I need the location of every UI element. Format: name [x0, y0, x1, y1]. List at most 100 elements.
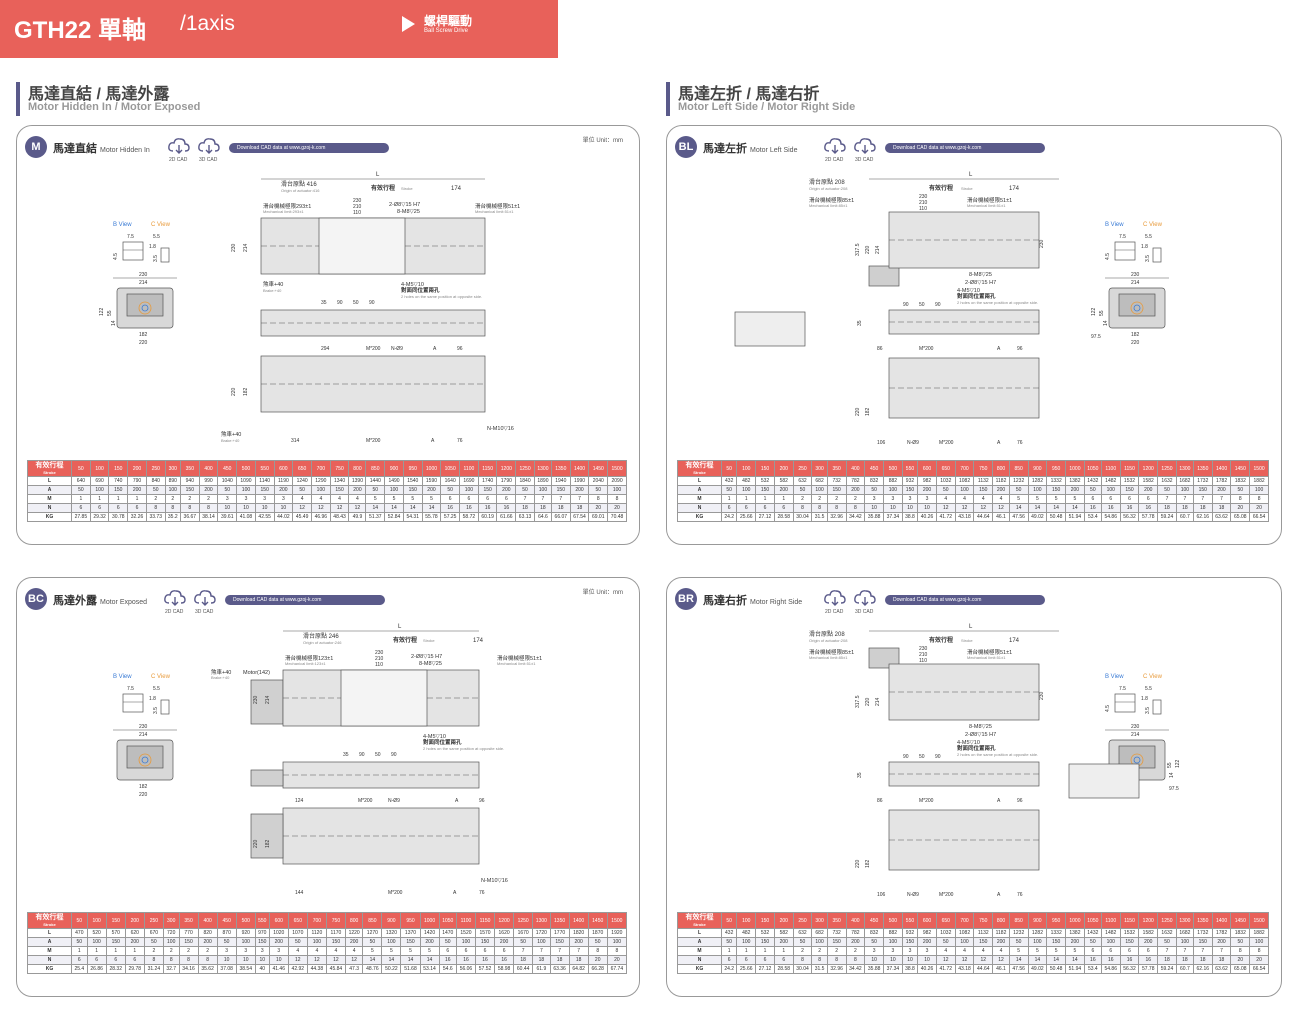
dim-14: 14	[1103, 320, 1109, 326]
spec-cell: 4	[954, 494, 975, 504]
spec-cell: 150	[549, 937, 570, 947]
dim-7-5: 7.5	[1119, 686, 1126, 692]
spec-cell: 470	[71, 928, 88, 938]
3d-cad-cloud-icon[interactable]	[853, 588, 877, 612]
spec-cell: 1840	[515, 476, 535, 486]
top-banner: GTH22 單軸 /1axis 螺桿驅動 Ball Screw Drive	[0, 0, 558, 58]
stroke-value: 174	[1009, 638, 1020, 644]
spec-cell: 3	[901, 494, 919, 504]
spec-cell: 41.72	[935, 964, 956, 974]
spec-cell: 200	[917, 485, 937, 495]
spec-cell: 34.42	[845, 512, 866, 522]
spec-cell: 5	[421, 494, 442, 504]
spec-cell: 200	[568, 937, 589, 947]
spec-cell: 30.04	[792, 512, 813, 522]
3d-cad-cloud-icon[interactable]	[853, 136, 877, 160]
3d-cad-cloud-icon[interactable]	[197, 136, 221, 160]
dim-220-v: 220	[855, 407, 861, 416]
dim-214-v: 214	[875, 697, 881, 706]
spec-cell: 50	[515, 485, 535, 495]
spec-cell: 50	[440, 485, 461, 495]
motor-label: Motor(142)	[243, 670, 270, 676]
spec-cell: 150	[826, 485, 847, 495]
stroke-value: 174	[451, 186, 462, 192]
dim-m200: M*200	[366, 346, 381, 352]
spec-cell: 6	[773, 955, 794, 965]
panel-title-en: Motor Left Side	[750, 147, 798, 154]
dim-A: A	[455, 798, 459, 804]
dim-214-v: 214	[265, 695, 271, 704]
spec-cell: 1440	[365, 476, 386, 486]
spec-cell: 12	[344, 955, 364, 965]
b-view-profile	[1114, 241, 1136, 261]
spec-cell: 16	[1119, 503, 1140, 513]
spec-cell: 41.46	[268, 964, 289, 974]
spec-cell: 100	[236, 485, 256, 495]
dim-35: 35	[321, 300, 327, 306]
spec-cell: 100	[310, 485, 331, 495]
row-label: N	[27, 503, 72, 513]
spec-cell: 8	[178, 955, 199, 965]
dim-5-5: 5.5	[1145, 686, 1152, 692]
spec-cell: 30.78	[108, 512, 129, 522]
dim-90: 90	[903, 302, 909, 308]
dim-1-8: 1.8	[1141, 244, 1148, 250]
download-cad-link[interactable]: Download CAD data at www.gzoj-k.com	[225, 595, 385, 605]
spec-cell: 8	[811, 955, 828, 965]
dim-A: A	[433, 346, 437, 352]
spec-cell: 55.78	[421, 512, 442, 522]
spec-cell: 3	[917, 494, 937, 504]
dim-A-b: A	[997, 892, 1001, 898]
stroke-value: 650	[935, 460, 956, 477]
mech-limit-left-en: Mechanical limit:123±1	[285, 661, 326, 666]
motor-bottom	[250, 813, 284, 859]
spec-cell: 6	[1100, 494, 1121, 504]
3d-cad-cloud-icon[interactable]	[193, 588, 217, 612]
download-cad-link[interactable]: Download CAD data at www.gzoj-k.com	[885, 595, 1045, 605]
spec-cell: 28.58	[773, 964, 794, 974]
stroke-header-en: Stroke	[693, 921, 706, 927]
spec-cell: 50	[287, 937, 308, 947]
stroke-value: 400	[198, 460, 219, 477]
spec-cell: 35.88	[864, 512, 885, 522]
stroke-value: 800	[992, 912, 1010, 929]
spec-cell: 32.96	[826, 964, 847, 974]
2d-cad-label: 2D CAD	[825, 609, 844, 615]
dim-230-v: 230	[1039, 691, 1045, 700]
spec-cell: 8	[606, 946, 628, 956]
stroke-value: 800	[348, 460, 367, 477]
spec-cell: 69.01	[588, 512, 609, 522]
spec-cell: 7	[532, 946, 551, 956]
dim-214: 214	[1131, 280, 1140, 286]
download-cad-link[interactable]: Download CAD data at www.gzoj-k.com	[229, 143, 389, 153]
spec-cell: 482	[736, 476, 757, 486]
spec-cell: 1740	[477, 476, 498, 486]
spec-cell: 100	[736, 485, 757, 495]
2d-cad-label: 2D CAD	[165, 609, 184, 615]
spec-cell: 150	[826, 937, 847, 947]
stroke-value: 1500	[606, 912, 628, 929]
brake-label-2: 煞車+40	[221, 430, 241, 438]
stroke-value: 1100	[459, 460, 479, 477]
spec-cell: 3	[254, 494, 275, 504]
spec-cell: 200	[569, 485, 590, 495]
spec-cell: 5	[381, 946, 402, 956]
spec-cell: 7	[568, 946, 589, 956]
spec-cell: 18	[532, 955, 551, 965]
2d-cad-cloud-icon[interactable]	[823, 136, 847, 160]
spec-cell: 14	[1008, 955, 1029, 965]
c-view-profile	[160, 247, 170, 263]
spec-cell: 50	[864, 937, 885, 947]
stroke-value: 1400	[569, 460, 590, 477]
2d-cad-cloud-icon[interactable]	[163, 588, 187, 612]
download-cad-link[interactable]: Download CAD data at www.gzoj-k.com	[885, 143, 1045, 153]
spec-cell: 1770	[549, 928, 570, 938]
2d-cad-cloud-icon[interactable]	[167, 136, 191, 160]
spec-cell: 100	[1100, 937, 1121, 947]
spec-cell: 18	[533, 503, 552, 513]
dim-offset-top: 294	[321, 346, 330, 352]
dim-210: 210	[375, 656, 384, 662]
2d-cad-cloud-icon[interactable]	[823, 588, 847, 612]
